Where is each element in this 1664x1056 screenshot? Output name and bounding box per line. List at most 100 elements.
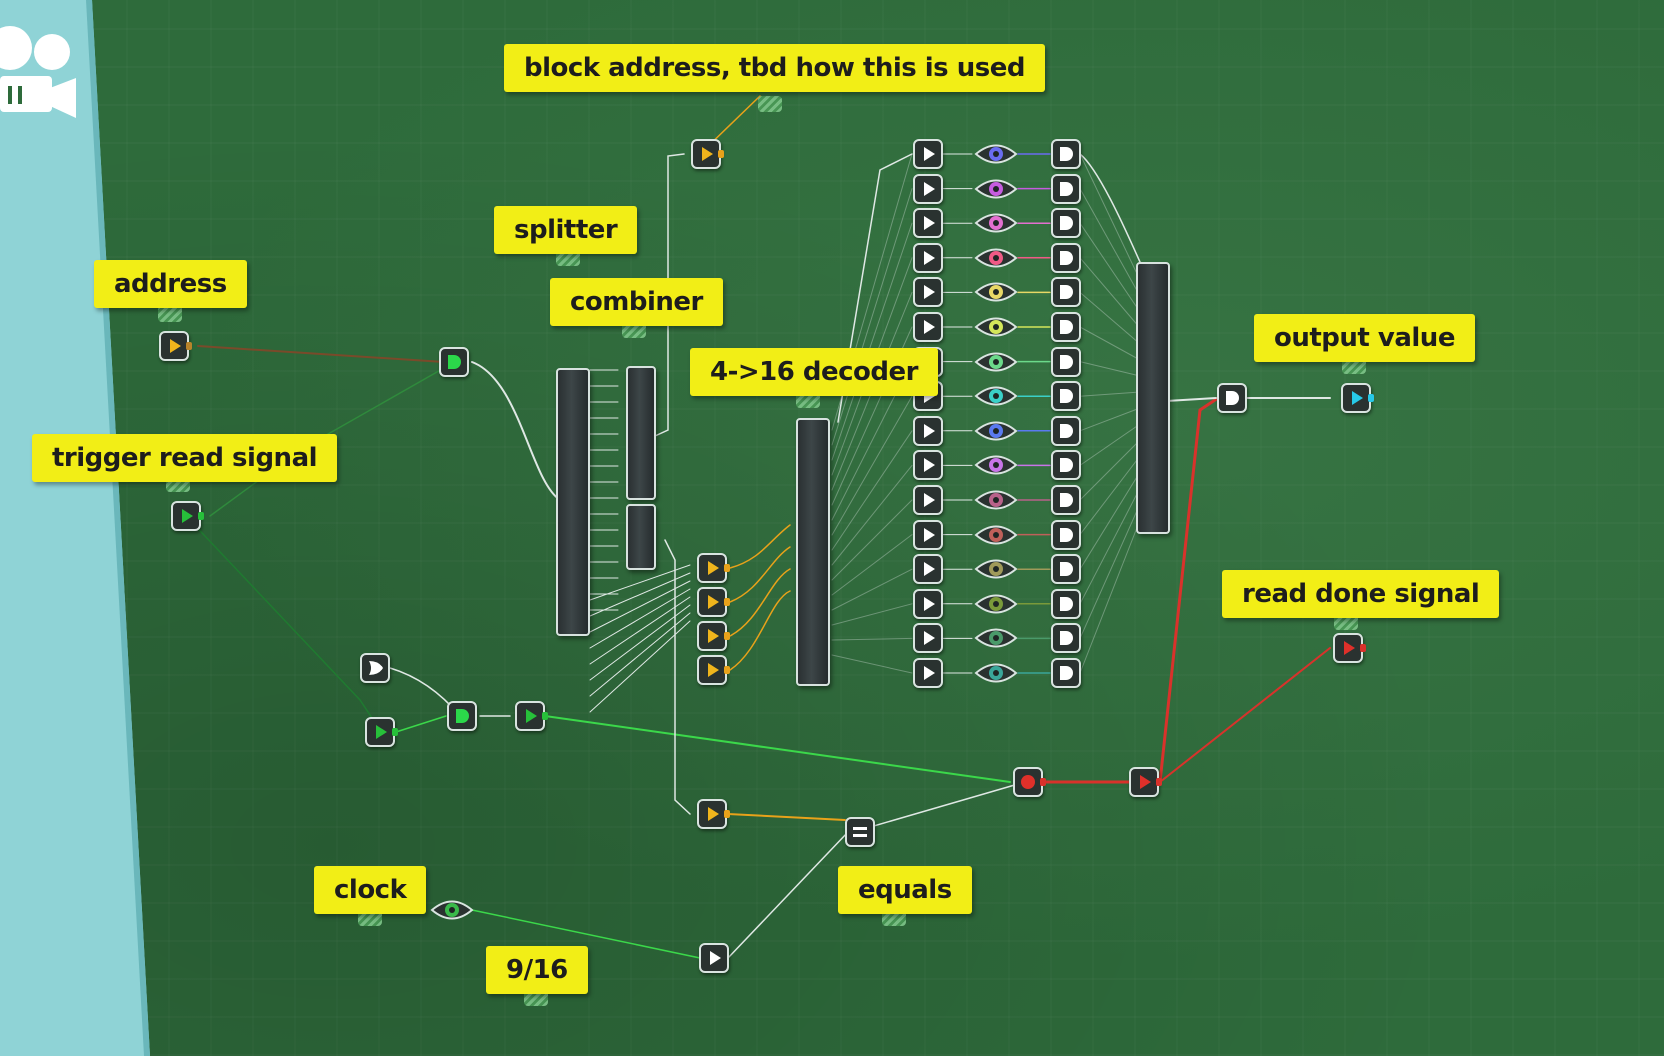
eye-sensor-icon[interactable] [974, 349, 1018, 375]
sensor-and-gate-14[interactable] [1051, 588, 1081, 619]
equals-label[interactable]: equals [838, 866, 972, 914]
camera-icon[interactable] [0, 20, 80, 150]
eye-sensor-icon[interactable] [974, 591, 1018, 617]
decoder-out-wire [831, 188, 913, 446]
ratio-label[interactable]: 9/16 [486, 946, 588, 994]
output-and-gate[interactable] [1217, 383, 1247, 413]
eye-sensor-icon[interactable] [974, 314, 1018, 340]
output-value-label[interactable]: output value [1254, 314, 1475, 362]
sensor-and-gate-9[interactable] [1051, 415, 1081, 446]
sensor-and-gate-3[interactable] [1051, 208, 1081, 239]
latch-play-chip[interactable] [515, 701, 548, 731]
trigger-to-lower-wire [185, 515, 381, 731]
clock-label[interactable]: clock [314, 866, 427, 914]
splitter-out-wire [589, 612, 691, 697]
sensor-and-gate-5[interactable] [1051, 277, 1081, 308]
label-tuft [758, 96, 782, 112]
mux-play-chip-15[interactable] [913, 623, 943, 654]
output-value-chip[interactable] [1341, 383, 1374, 413]
trigger-read-label[interactable]: trigger read signal [32, 434, 338, 482]
bit-chip-3[interactable] [697, 621, 730, 651]
stop-icon[interactable] [1013, 767, 1046, 797]
mux-play-chip-2[interactable] [913, 173, 943, 204]
decoder-in-wire [729, 546, 791, 603]
trigger-read-chip[interactable] [171, 501, 204, 531]
sensor-and-gate-6[interactable] [1051, 312, 1081, 342]
mux-play-chip-5[interactable] [913, 277, 943, 308]
trigger-play-chip[interactable] [365, 717, 398, 747]
combiner-bar-top[interactable] [626, 366, 656, 500]
port-dot [1156, 778, 1162, 786]
bit-chip-2[interactable] [697, 587, 730, 617]
block-address-chip[interactable] [691, 139, 724, 169]
mux-play-chip-14[interactable] [913, 588, 943, 619]
eye-sensor-icon[interactable] [430, 897, 474, 923]
sensor-and-gate-7[interactable] [1051, 346, 1081, 377]
mux-play-chip-1[interactable] [913, 139, 943, 169]
mux-play-chip-12[interactable] [913, 519, 943, 550]
mux-play-chip-16[interactable] [913, 658, 943, 688]
decoder-label[interactable]: 4->16 decoder [690, 348, 938, 396]
splitter-label[interactable]: splitter [494, 206, 638, 254]
sensor-and-gate-4[interactable] [1051, 242, 1081, 273]
mux-play-chip-10[interactable] [913, 450, 943, 481]
address-label[interactable]: address [94, 260, 247, 308]
decoder-in-wire [729, 524, 791, 569]
mux-out-wire [1079, 361, 1141, 377]
mux-play-chip-4[interactable] [913, 242, 943, 273]
block-address-label[interactable]: block address, tbd how this is used [504, 44, 1045, 92]
read-done-chip[interactable] [1333, 633, 1366, 663]
splitter-out-wire [589, 596, 691, 665]
equals-icon[interactable] [845, 817, 875, 847]
mux-play-chip-13[interactable] [913, 554, 943, 585]
sensor-and-gate-2[interactable] [1051, 173, 1081, 204]
eye-sensor-icon[interactable] [974, 279, 1018, 305]
read-done-label[interactable]: read done signal [1222, 570, 1500, 618]
mux-play-chip-9[interactable] [913, 415, 943, 446]
sensor-and-gate-12[interactable] [1051, 519, 1081, 550]
bit-chip-4[interactable] [697, 655, 730, 685]
bit-chip-1[interactable] [697, 553, 730, 583]
port-dot [718, 150, 724, 158]
eye-sensor-icon[interactable] [974, 141, 1018, 167]
sensor-and-gate-16[interactable] [1051, 658, 1081, 688]
trigger-and-gate[interactable] [439, 347, 469, 377]
eye-sensor-icon[interactable] [974, 522, 1018, 548]
clock-play-chip[interactable] [699, 943, 729, 973]
sensor-and-gate-11[interactable] [1051, 485, 1081, 515]
or-gate-chip[interactable] [360, 653, 390, 683]
decoder-out-wire [831, 499, 913, 581]
eye-sensor-icon[interactable] [974, 556, 1018, 582]
address-input-chip[interactable] [159, 331, 192, 361]
sensor-and-gate-8[interactable] [1051, 381, 1081, 412]
equals-result-chip[interactable] [697, 799, 730, 829]
eye-sensor-icon[interactable] [974, 487, 1018, 513]
eye-sensor-icon[interactable] [974, 245, 1018, 271]
decoder-out-wire [831, 464, 913, 566]
mux-play-chip-3[interactable] [913, 208, 943, 239]
eye-sensor-icon[interactable] [974, 452, 1018, 478]
splitter-bar[interactable] [556, 368, 590, 636]
mux-play-chip-11[interactable] [913, 485, 943, 515]
port-dot [1360, 644, 1366, 652]
decoder-bar[interactable] [796, 418, 830, 686]
eye-sensor-icon[interactable] [974, 625, 1018, 651]
combiner-label[interactable]: combiner [550, 278, 723, 326]
sensor-and-gate-13[interactable] [1051, 554, 1081, 585]
eye-sensor-icon[interactable] [974, 210, 1018, 236]
eye-sensor-icon[interactable] [974, 176, 1018, 202]
decoder-top-wire [1079, 153, 1141, 263]
selector-bar[interactable] [1136, 262, 1170, 534]
mux-play-chip-6[interactable] [913, 312, 943, 342]
sensor-and-gate-1[interactable] [1051, 139, 1081, 169]
eye-sensor-icon[interactable] [974, 383, 1018, 409]
mux-out-wire [1079, 257, 1141, 329]
eye-sensor-icon[interactable] [974, 418, 1018, 444]
eye-sensor-icon[interactable] [974, 660, 1018, 686]
sensor-and-gate-15[interactable] [1051, 623, 1081, 654]
done-play-chip[interactable] [1129, 767, 1162, 797]
combiner-bar-bottom[interactable] [626, 504, 656, 570]
latch-and-gate[interactable] [447, 701, 477, 731]
sensor-and-gate-10[interactable] [1051, 450, 1081, 481]
port-dot [724, 666, 730, 674]
